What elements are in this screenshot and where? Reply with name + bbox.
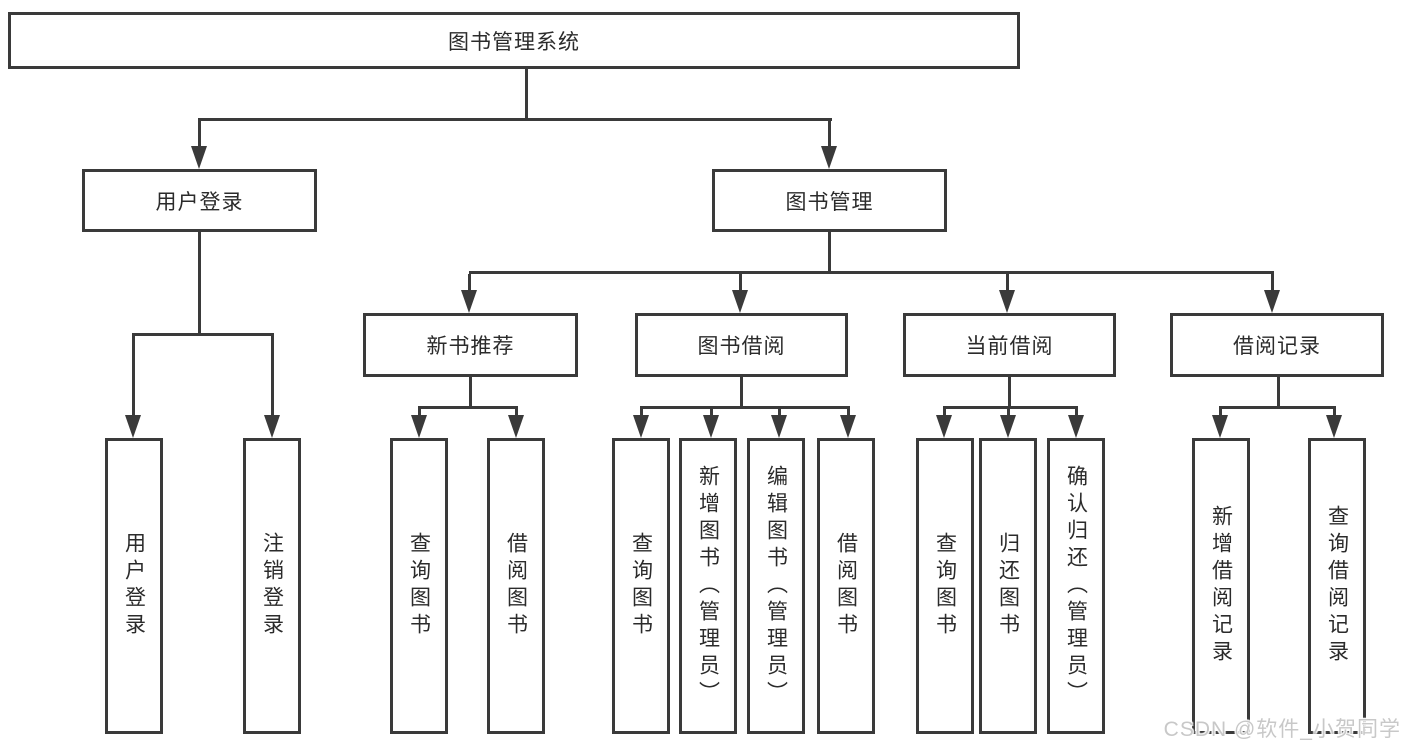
leaf-borrow-books-borrowing: 借阅图书 [817, 438, 875, 734]
connector-leaf-shaft [271, 336, 274, 416]
leaf-add-books-admin: 新增图书（管理员） [679, 438, 737, 734]
connector-root-stub [525, 69, 528, 120]
connector-borrowing-stub [740, 377, 743, 408]
arrow-down-icon [508, 415, 524, 438]
arrow-down-icon [1326, 415, 1342, 438]
leaf-edit-books-admin: 编辑图书（管理员） [747, 438, 805, 734]
connector-leaf-shaft [1333, 409, 1336, 417]
connector-leaf-shaft [710, 409, 713, 417]
connector-level3-shaft [1006, 274, 1009, 292]
node-new-book-recommendation: 新书推荐 [363, 313, 578, 377]
arrow-down-icon [461, 290, 477, 313]
connector-leaf-shaft [132, 336, 135, 416]
connector-recommend-rail [418, 406, 518, 409]
arrow-down-icon [411, 415, 427, 438]
arrow-down-icon [732, 290, 748, 313]
arrow-down-icon [771, 415, 787, 438]
connector-leaf-shaft [640, 409, 643, 417]
arrow-down-icon [1000, 415, 1016, 438]
arrow-down-icon [840, 415, 856, 438]
connector-leaf-shaft [1219, 409, 1222, 417]
arrow-down-icon [1212, 415, 1228, 438]
csdn-watermark: CSDN @软件_小贺同学 [1163, 718, 1401, 741]
arrow-down-icon [1068, 415, 1084, 438]
connector-level3-shaft [739, 274, 742, 292]
connector-current-rail [943, 406, 1078, 409]
arrow-down-icon [936, 415, 952, 438]
connector-leaf-shaft [515, 409, 518, 417]
connector-borrowing-rail [640, 406, 850, 409]
leaf-add-borrow-record: 新增借阅记录 [1192, 438, 1250, 734]
node-book-borrowing: 图书借阅 [635, 313, 848, 377]
node-user-login: 用户登录 [82, 169, 317, 232]
connector-current-stub [1008, 377, 1011, 408]
connector-user-login-rail [132, 333, 274, 336]
arrow-down-icon [703, 415, 719, 438]
connector-leaf-shaft [943, 409, 946, 417]
connector-recommend-stub [469, 377, 472, 408]
leaf-return-books: 归还图书 [979, 438, 1037, 734]
connector-level3-shaft [468, 274, 471, 292]
connector-book-mgmt-down [828, 232, 831, 273]
connector-records-rail [1219, 406, 1336, 409]
connector-level3-shaft [1271, 274, 1274, 292]
leaf-query-books-borrowing: 查询图书 [612, 438, 670, 734]
node-root-library-system: 图书管理系统 [8, 12, 1020, 69]
connector-leaf-shaft [1007, 409, 1010, 417]
node-current-borrowing: 当前借阅 [903, 313, 1116, 377]
arrow-down-icon [633, 415, 649, 438]
connector-leaf-shaft [847, 409, 850, 417]
leaf-query-borrow-record: 查询借阅记录 [1308, 438, 1366, 734]
connector-user-login-shaft [198, 121, 201, 148]
connector-level3-rail [469, 271, 1274, 274]
connector-level2-rail [198, 118, 832, 121]
arrow-down-icon [821, 146, 837, 169]
leaf-query-books-recommend: 查询图书 [390, 438, 448, 734]
connector-user-login-down [198, 232, 201, 335]
leaf-logout-login: 注销登录 [243, 438, 301, 734]
arrow-down-icon [264, 415, 280, 438]
leaf-borrow-books-recommend: 借阅图书 [487, 438, 545, 734]
connector-book-mgmt-shaft [828, 121, 831, 148]
node-book-management: 图书管理 [712, 169, 947, 232]
leaf-confirm-return-admin: 确认归还（管理员） [1047, 438, 1105, 734]
arrow-down-icon [999, 290, 1015, 313]
connector-leaf-shaft [1075, 409, 1078, 417]
node-borrowing-records: 借阅记录 [1170, 313, 1384, 377]
leaf-user-login: 用户登录 [105, 438, 163, 734]
leaf-query-books-current: 查询图书 [916, 438, 974, 734]
arrow-down-icon [191, 146, 207, 169]
connector-records-stub [1277, 377, 1280, 408]
arrow-down-icon [125, 415, 141, 438]
arrow-down-icon [1264, 290, 1280, 313]
connector-leaf-shaft [418, 409, 421, 417]
connector-leaf-shaft [778, 409, 781, 417]
